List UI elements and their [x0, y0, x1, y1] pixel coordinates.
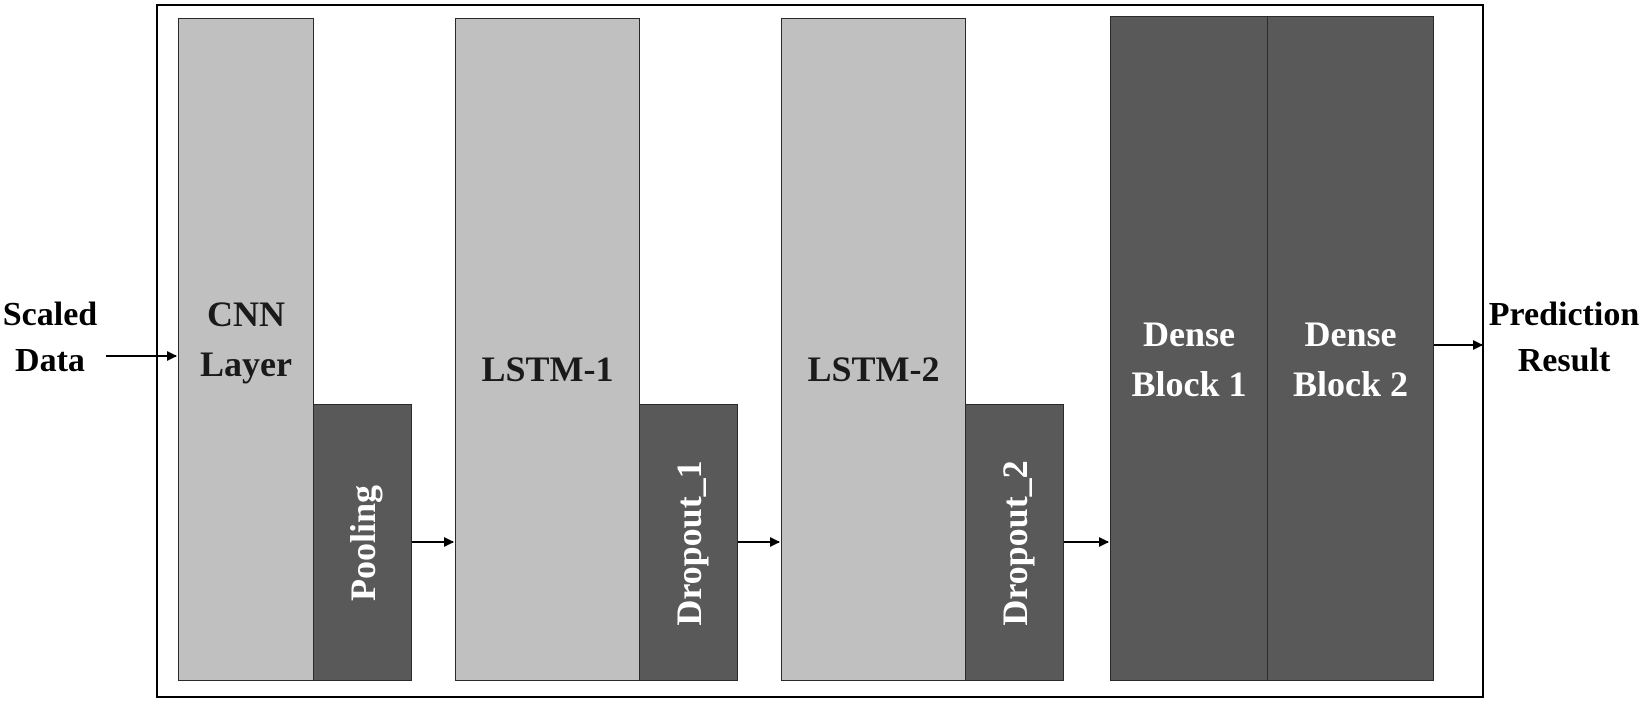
dropout-1-label: Dropout_1 [668, 459, 709, 626]
model-architecture-frame [156, 4, 1484, 698]
lstm-2-label: LSTM-2 [807, 349, 940, 389]
dense-block-1: Dense Block 1 [1110, 16, 1268, 681]
dense-block-1-label: Dense Block 1 [1131, 314, 1247, 404]
output-label: Prediction Result [1488, 296, 1640, 379]
pooling-label: Pooling [342, 484, 383, 601]
lstm-1-label: LSTM-1 [481, 349, 614, 389]
dense-block-2: Dense Block 2 [1267, 16, 1434, 681]
lstm-2-block: LSTM-2 [781, 18, 966, 681]
dense-block-2-label: Dense Block 2 [1292, 314, 1408, 404]
dropout-1-block: Dropout_1 [639, 404, 738, 681]
dropout-2-block: Dropout_2 [965, 404, 1064, 681]
dropout-2-label: Dropout_2 [994, 459, 1035, 626]
pooling-block: Pooling [313, 404, 412, 681]
lstm-1-block: LSTM-1 [455, 18, 640, 681]
cnn-layer-block: CNN Layer [178, 18, 314, 681]
cnn-layer-label: CNN Layer [200, 294, 292, 384]
input-label: Scaled Data [2, 296, 98, 379]
